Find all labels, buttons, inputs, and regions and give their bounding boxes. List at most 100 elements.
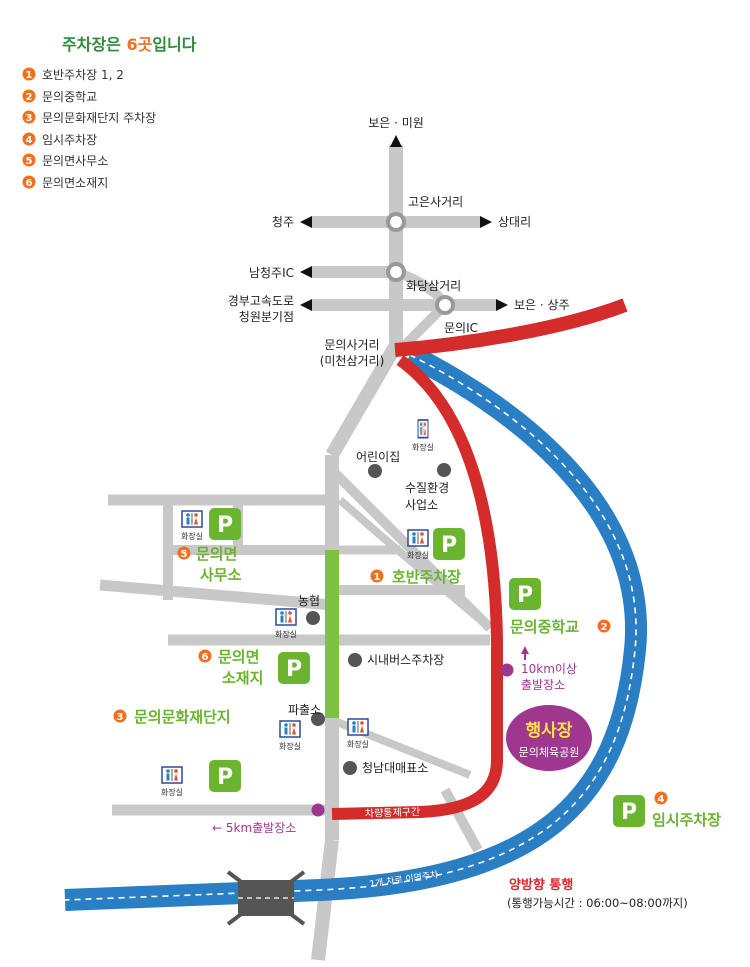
parking-label-town: 6 문의면 소재지 bbox=[198, 648, 263, 687]
place-bus-parking: 시내버스주차장 bbox=[367, 653, 444, 667]
legend-item-2: 2 문의중학교 bbox=[22, 89, 97, 104]
svg-text:4: 4 bbox=[658, 794, 665, 805]
intersection-micheon: (미천삼거리) bbox=[320, 353, 385, 368]
parking-label-hoban: 1 호반주차장 bbox=[370, 568, 461, 586]
svg-text:P: P bbox=[441, 533, 457, 558]
parking-icon: P bbox=[209, 508, 241, 540]
svg-text:6: 6 bbox=[26, 178, 33, 189]
svg-text:화장실: 화장실 bbox=[407, 550, 429, 560]
svg-text:화장실: 화장실 bbox=[161, 787, 183, 797]
svg-text:P: P bbox=[286, 657, 302, 682]
svg-text:P: P bbox=[217, 765, 233, 790]
toilet-icon: 화장실 bbox=[275, 608, 297, 639]
svg-text:10km이상: 10km이상 bbox=[521, 662, 577, 676]
svg-text:화장실: 화장실 bbox=[275, 629, 297, 639]
start-point-5km: ← 5km출발장소 bbox=[212, 803, 325, 835]
parking-icon: P bbox=[209, 760, 241, 792]
toilet-icon: 화장실 bbox=[279, 720, 301, 751]
intersection-goeun: 고은사거리 bbox=[408, 195, 463, 209]
direction-arrows bbox=[300, 135, 508, 311]
direction-gyeongbu-2: 청원분기점 bbox=[239, 310, 294, 324]
svg-text:사무소: 사무소 bbox=[200, 566, 242, 584]
parking-icon: P bbox=[509, 578, 541, 610]
parking-label-school: 문의중학교 2 bbox=[510, 618, 611, 636]
intersection-markers bbox=[386, 212, 455, 315]
place-water-2: 사업소 bbox=[405, 498, 438, 512]
svg-text:5: 5 bbox=[26, 156, 33, 167]
intersection-munui-ic: 문의IC bbox=[444, 321, 478, 335]
svg-text:임시주차장: 임시주차장 bbox=[42, 133, 97, 147]
svg-text:화장실: 화장실 bbox=[279, 741, 301, 751]
parking-label-heritage: 3 문의문화재단지 bbox=[113, 708, 231, 726]
legend-item-3: 3 문의문화재단지 주차장 bbox=[22, 110, 156, 125]
direction-boeun-sangju: 보은 · 상주 bbox=[514, 298, 570, 312]
parking-icon: P bbox=[613, 795, 645, 827]
direction-sangdaeri: 상대리 bbox=[498, 215, 531, 229]
toilet-icon: 화장실 bbox=[161, 766, 183, 797]
red-road-label-south: 차량통제구간 bbox=[365, 806, 421, 820]
direction-north: 보은 · 미원 bbox=[368, 116, 424, 130]
event-venue: 행사장 문의체육공원 bbox=[506, 705, 592, 771]
svg-text:출발장소: 출발장소 bbox=[521, 678, 565, 692]
start-point-10km: 10km이상 출발장소 bbox=[500, 646, 577, 692]
red-road-label-north: 차량통제구간 bbox=[496, 350, 552, 375]
svg-text:P: P bbox=[217, 513, 233, 538]
legend-item-5: 5 문의면사무소 bbox=[22, 153, 108, 168]
svg-text:소재지: 소재지 bbox=[222, 669, 263, 687]
svg-text:화장실: 화장실 bbox=[347, 739, 369, 749]
traffic-hours: (통행가능시간 : 06:00~08:00까지) bbox=[507, 896, 688, 910]
svg-text:임시주차장: 임시주차장 bbox=[652, 811, 721, 829]
svg-text:문의면: 문의면 bbox=[196, 545, 237, 563]
svg-text:호반주차장: 호반주차장 bbox=[392, 568, 461, 586]
svg-text:3: 3 bbox=[117, 712, 124, 723]
svg-text:문의면소재지: 문의면소재지 bbox=[42, 176, 108, 190]
place-daycare: 어린이집 bbox=[356, 450, 400, 464]
parking-label-office: 5 문의면 사무소 bbox=[177, 545, 242, 584]
intersection-hwadang: 화당삼거리 bbox=[406, 279, 461, 293]
place-police: 파출소 bbox=[288, 703, 321, 717]
svg-text:2: 2 bbox=[601, 622, 608, 633]
svg-text:← 5km출발장소: ← 5km출발장소 bbox=[212, 821, 296, 835]
svg-text:문의면: 문의면 bbox=[218, 648, 259, 666]
legend-item-6: 6 문의면소재지 bbox=[22, 175, 108, 190]
toilet-icon: 화장실 bbox=[347, 718, 369, 749]
toilet-icon: 화장실 bbox=[181, 510, 203, 541]
legend-item-1: 1 호반주차장 1, 2 bbox=[22, 67, 124, 82]
parking-label-temp: 4 임시주차장 bbox=[652, 791, 721, 829]
svg-text:P: P bbox=[517, 583, 533, 608]
legend: 1 호반주차장 1, 2 2 문의중학교 3 문의문화재단지 주차장 4 임시주… bbox=[22, 67, 156, 190]
svg-text:행사장: 행사장 bbox=[526, 721, 573, 741]
direction-gyeongbu-1: 경부고속도로 bbox=[228, 294, 294, 308]
intersection-munui-sageori: 문의사거리 bbox=[324, 338, 379, 352]
svg-text:문의문화재단지: 문의문화재단지 bbox=[134, 708, 231, 726]
toilet-icon: 화장실 bbox=[407, 529, 429, 560]
svg-text:문의문화재단지 주차장: 문의문화재단지 주차장 bbox=[42, 111, 156, 125]
svg-text:1: 1 bbox=[26, 70, 33, 81]
toilet-icon: 화장실 bbox=[412, 419, 434, 452]
place-water-1: 수질환경 bbox=[405, 481, 449, 495]
red-road-restricted bbox=[331, 298, 628, 820]
svg-text:P: P bbox=[621, 800, 637, 825]
parking-icon: P bbox=[433, 528, 465, 560]
legend-item-4: 4 임시주차장 bbox=[22, 132, 97, 147]
blue-road-one-lane-parking bbox=[64, 345, 648, 911]
svg-text:문의면사무소: 문의면사무소 bbox=[42, 154, 108, 168]
place-nonghyup: 농협 bbox=[298, 594, 320, 608]
map-title: 주차장은 6곳입니다 bbox=[62, 35, 197, 54]
svg-text:화장실: 화장실 bbox=[412, 442, 434, 452]
svg-text:5: 5 bbox=[181, 549, 188, 560]
bridge-icon bbox=[226, 870, 306, 926]
svg-text:화장실: 화장실 bbox=[181, 531, 203, 541]
parking-icon: P bbox=[278, 652, 310, 684]
svg-text:6: 6 bbox=[202, 652, 209, 663]
traffic-title: 양방향 통행 bbox=[509, 877, 573, 893]
svg-text:2: 2 bbox=[26, 92, 33, 103]
svg-text:문의체육공원: 문의체육공원 bbox=[519, 746, 580, 759]
svg-text:문의중학교: 문의중학교 bbox=[510, 618, 579, 636]
svg-text:문의중학교: 문의중학교 bbox=[42, 90, 97, 104]
direction-namcheongju-ic: 남청주IC bbox=[249, 266, 294, 280]
place-cheongnam-ticket: 청남대매표소 bbox=[362, 761, 428, 775]
svg-text:3: 3 bbox=[26, 113, 33, 124]
direction-cheongju: 청주 bbox=[272, 215, 294, 229]
